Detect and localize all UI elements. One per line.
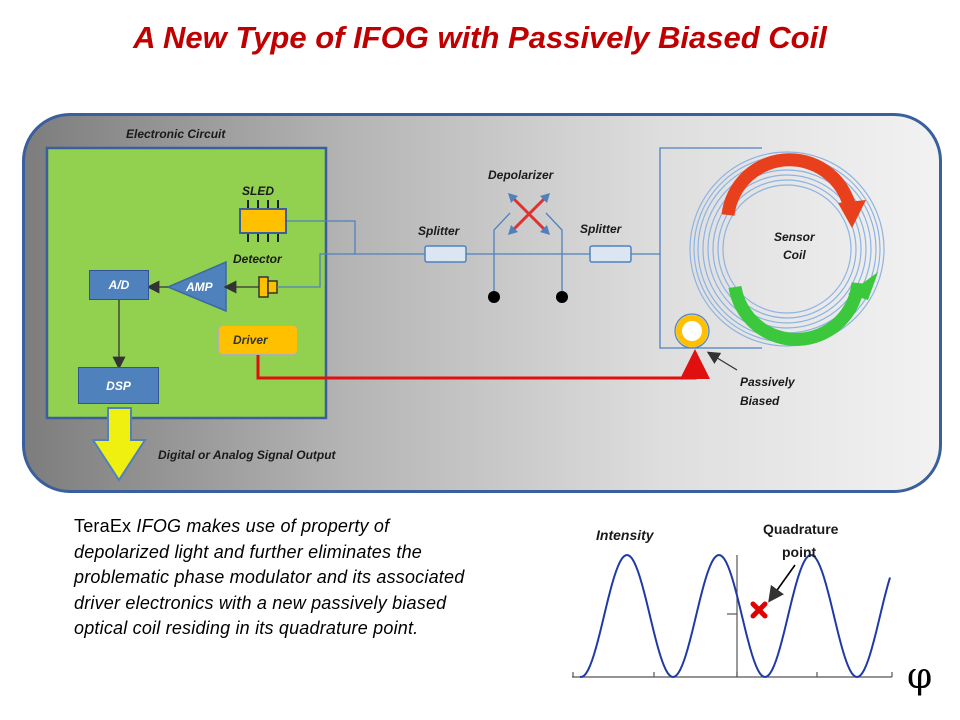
output-label: Digital or Analog Signal Output [158,448,336,462]
intensity-curve [580,554,891,678]
quadrature-pointer [768,564,796,603]
passively-biased-label-line2: Biased [740,394,780,408]
ad-label: A/D [108,278,130,292]
counterclockwise-arrow-icon [728,272,878,346]
dsp-label: DSP [106,378,131,393]
description-paragraph: TeraEx IFOG makes use of property of dep… [74,514,474,642]
page-title: A New Type of IFOG with Passively Biased… [133,20,827,55]
fiber-lines [277,147,762,349]
pointer-arrow [706,351,738,371]
ad-converter: A/D [89,270,149,300]
clockwise-arrow-icon [721,153,866,228]
intensity-plot [572,554,893,678]
driver-signal-line [256,349,710,380]
electronic-circuit-label: Electronic Circuit [126,127,226,141]
annotation-line2: point [782,544,817,560]
plot-ylabel: Intensity [596,527,654,543]
amp-label: AMP [186,280,213,294]
driver-label: Driver [233,333,268,347]
splitter-left-label: Splitter [418,224,460,238]
splitter-right [589,245,632,263]
phi-symbol: φ [907,656,933,697]
annotation-line1: Quadrature [763,521,839,537]
driver-block: Driver [218,325,298,355]
passive-bias-element [676,315,708,347]
depolarizer-icon [508,193,550,235]
fiber-termination [556,291,568,303]
description-text: IFOG makes use of property of depolarize… [74,516,465,638]
detector-label: Detector [233,252,282,266]
passively-biased-label-line1: Passively [740,375,795,389]
sensor-coil-label-line1: Sensor [774,230,815,244]
splitter-left [424,245,467,263]
fiber-termination [488,291,500,303]
dsp-block: DSP [78,367,159,404]
quadrature-marker [750,601,768,619]
sled-chip [239,200,287,242]
sled-label: SLED [242,184,275,198]
splitter-right-label: Splitter [580,222,622,236]
output-arrow-icon [91,407,147,482]
sensor-coil-label-line2: Coil [783,248,806,262]
depolarizer-label: Depolarizer [488,168,554,182]
brand-name: TeraEx [74,516,132,536]
